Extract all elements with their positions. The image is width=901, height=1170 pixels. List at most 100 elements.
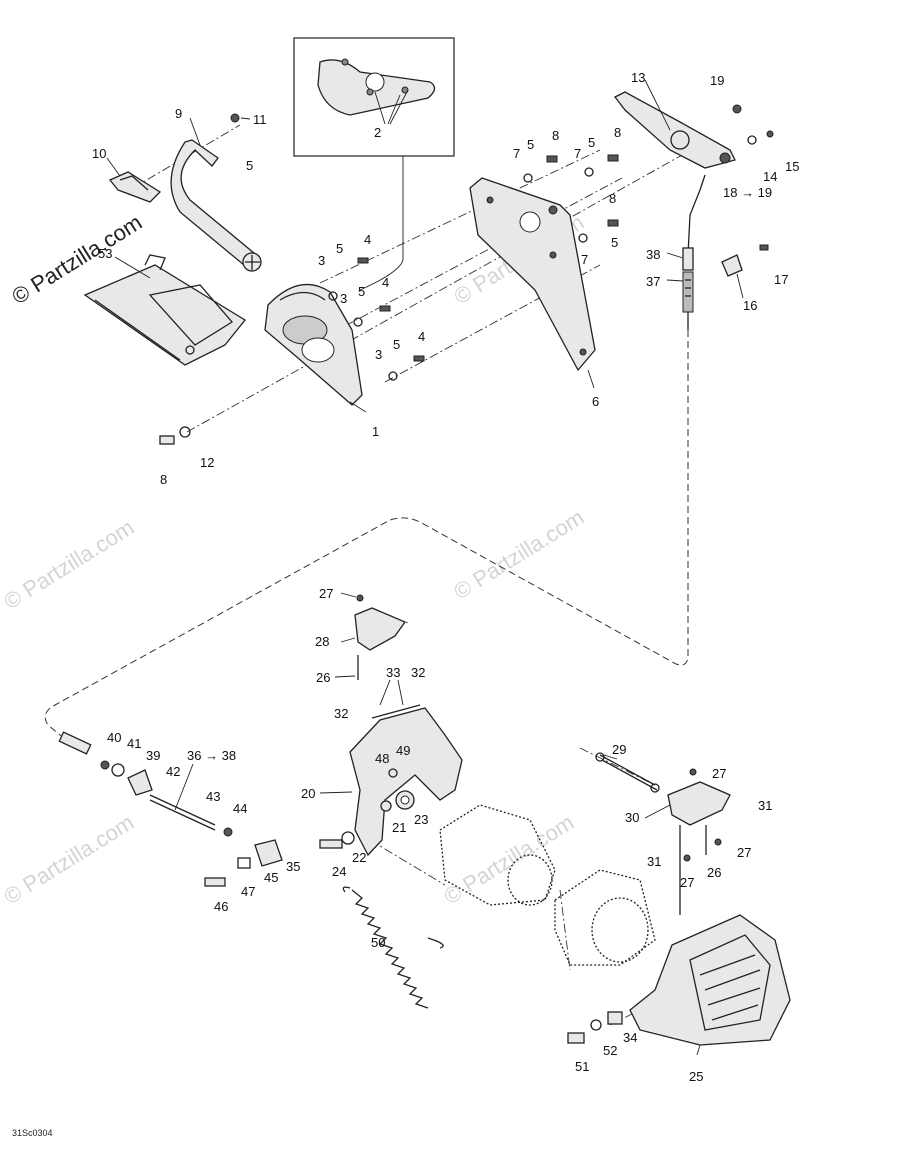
rod-assembly: [58, 731, 283, 887]
assembly-center-lines: [132, 124, 701, 1026]
callout-4: 4: [364, 232, 371, 247]
part-37-38-cable: [682, 247, 694, 330]
callout-30: 30: [625, 810, 639, 825]
part-9-lever: [170, 139, 262, 272]
callout-49: 49: [396, 743, 410, 758]
part-34-bushing: [607, 1011, 623, 1025]
hardware-top: [159, 104, 774, 445]
callout-7: 7: [513, 146, 520, 161]
callout-5: 5: [611, 235, 618, 250]
callout-52: 52: [603, 1043, 617, 1058]
callout-31: 31: [647, 854, 661, 869]
callout-44: 44: [233, 801, 247, 816]
callout-33: 33: [386, 665, 400, 680]
part-53-tray: [83, 254, 246, 366]
callout-1: 1: [372, 424, 379, 439]
callout-42: 42: [166, 764, 180, 779]
callout-4: 4: [418, 329, 425, 344]
part-25-nozzle: [629, 914, 791, 1046]
callout-45: 45: [264, 870, 278, 885]
part-52-washer: [590, 1019, 602, 1031]
part-16-tab: [721, 254, 743, 277]
callout-5: 5: [336, 241, 343, 256]
watermark-repeat: © Partzilla.com: [0, 514, 138, 614]
callout-10: 10: [92, 146, 106, 161]
callout-24: 24: [332, 864, 346, 879]
callout-26: 26: [707, 865, 721, 880]
callout-18: 18 → 19: [723, 185, 772, 200]
part-29-link: [595, 752, 660, 793]
callout-48: 48: [375, 751, 389, 766]
part-1-housing: [264, 283, 363, 406]
callout-6: 6: [592, 394, 599, 409]
callout-labels: 2 9 11 5 10 53 3 5 4 3 5 4 3 5 4 1 8 12 …: [92, 70, 799, 1084]
callout-3: 3: [318, 253, 325, 268]
drawing-code: 31Sc0304: [12, 1128, 53, 1138]
part-28-bracket: [354, 594, 407, 680]
callout-12: 12: [200, 455, 214, 470]
callout-25: 25: [689, 1069, 703, 1084]
watermark-repeat: © Partzilla.com: [0, 809, 138, 909]
callout-4: 4: [382, 275, 389, 290]
callout-5: 5: [393, 337, 400, 352]
callout-46: 46: [214, 899, 228, 914]
callout-8: 8: [552, 128, 559, 143]
callout-34: 34: [623, 1030, 637, 1045]
watermark-repeat: © Partzilla.com: [449, 504, 588, 604]
callout-38: 38: [646, 247, 660, 262]
watermark-repeat: © Partzilla.com: [439, 809, 578, 909]
callout-41: 41: [127, 736, 141, 751]
callout-32: 32: [411, 665, 425, 680]
callout-37: 37: [646, 274, 660, 289]
callout-11: 11: [253, 112, 267, 127]
callout-13: 13: [631, 70, 645, 85]
callout-35: 35: [286, 859, 300, 874]
callout-8: 8: [609, 191, 616, 206]
callout-39: 39: [146, 748, 160, 763]
callout-21: 21: [392, 820, 406, 835]
callout-16: 16: [743, 298, 757, 313]
callout-8: 8: [614, 125, 621, 140]
part-50-spring: [342, 886, 444, 1009]
cable-routing-path: [44, 330, 689, 751]
callout-5: 5: [246, 158, 253, 173]
callout-31: 31: [758, 798, 772, 813]
callout-40: 40: [107, 730, 121, 745]
callout-27: 27: [680, 875, 694, 890]
callout-23: 23: [414, 812, 428, 827]
part-51-bolt: [567, 1032, 585, 1044]
part-20-bracket: [349, 704, 463, 857]
part-13-lever: [614, 91, 736, 256]
callout-5: 5: [588, 135, 595, 150]
callout-32: 32: [334, 706, 348, 721]
callout-7: 7: [574, 146, 581, 161]
callout-43: 43: [206, 789, 220, 804]
part-24-screw: [319, 839, 343, 849]
leader-lines: [106, 79, 744, 1056]
part-30-bracket: [667, 768, 731, 915]
callout-9: 9: [175, 106, 182, 121]
part-22-washer: [341, 831, 355, 845]
callout-3: 3: [340, 291, 347, 306]
detail-inset: [293, 37, 455, 291]
callout-26: 26: [316, 670, 330, 685]
callout-29: 29: [612, 742, 626, 757]
callout-3: 3: [375, 347, 382, 362]
callout-8: 8: [160, 472, 167, 487]
callout-36: 36 → 38: [187, 748, 236, 763]
callout-28: 28: [315, 634, 329, 649]
callout-2: 2: [374, 125, 381, 140]
callout-15: 15: [785, 159, 799, 174]
callout-22: 22: [352, 850, 366, 865]
callout-19: 19: [710, 73, 724, 88]
callout-14: 14: [763, 169, 777, 184]
callout-51: 51: [575, 1059, 589, 1074]
callout-20: 20: [301, 786, 315, 801]
jet-pump-ghost: [439, 804, 656, 966]
callout-27: 27: [712, 766, 726, 781]
callout-53: 53: [98, 246, 112, 261]
callout-50: 50: [371, 935, 385, 950]
callout-7: 7: [581, 252, 588, 267]
callout-27: 27: [319, 586, 333, 601]
